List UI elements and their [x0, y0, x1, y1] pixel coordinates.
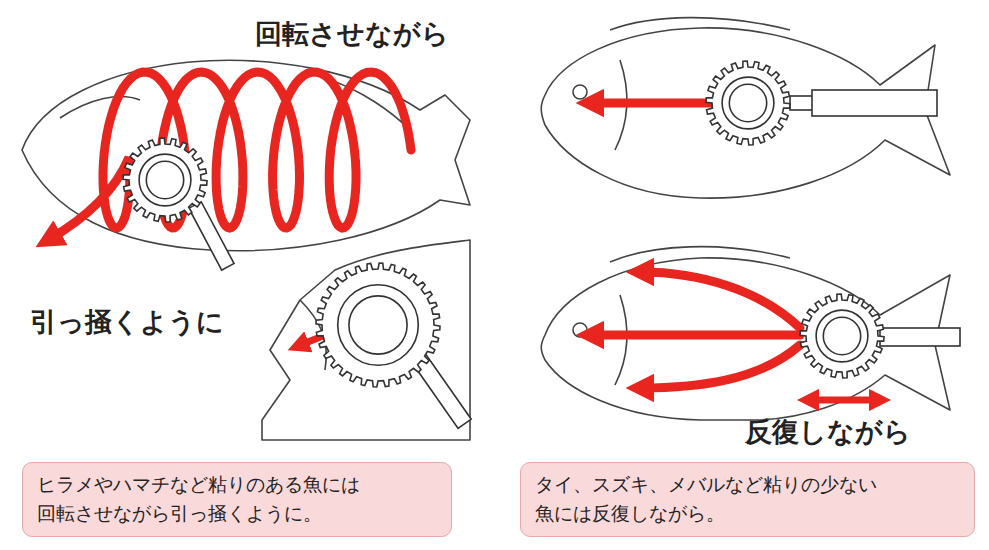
note-box: タイ、スズキ、メバルなど粘りの少ない 魚には反復しながら。 [520, 462, 975, 537]
grater-ring [349, 296, 407, 354]
caption-label: 引っ掻くように [30, 306, 224, 338]
grater-gear [800, 294, 884, 378]
note-text: ヒラメやハマチなど粘りのある魚には 回転させながら引っ掻くように。 [37, 470, 379, 529]
grater-ring [146, 161, 183, 198]
grater-gear [123, 138, 207, 222]
grater-ring [139, 154, 191, 206]
note-box: ヒラメやハマチなど粘りのある魚には 回転させながら引っ掻くように。 [22, 462, 452, 537]
grater-gear [316, 263, 440, 387]
grater-ring [823, 317, 860, 354]
grater-ring [729, 84, 766, 121]
caption-label: 反復しながら [745, 416, 911, 448]
caption-label: 回転させながら [255, 18, 449, 50]
grater-ring [722, 77, 774, 129]
grater-gear [706, 61, 790, 145]
note-text: タイ、スズキ、メバルなど粘りの少ない 魚には反復しながら。 [535, 470, 896, 529]
grater-ring [816, 310, 868, 362]
grater-ring [338, 285, 419, 366]
